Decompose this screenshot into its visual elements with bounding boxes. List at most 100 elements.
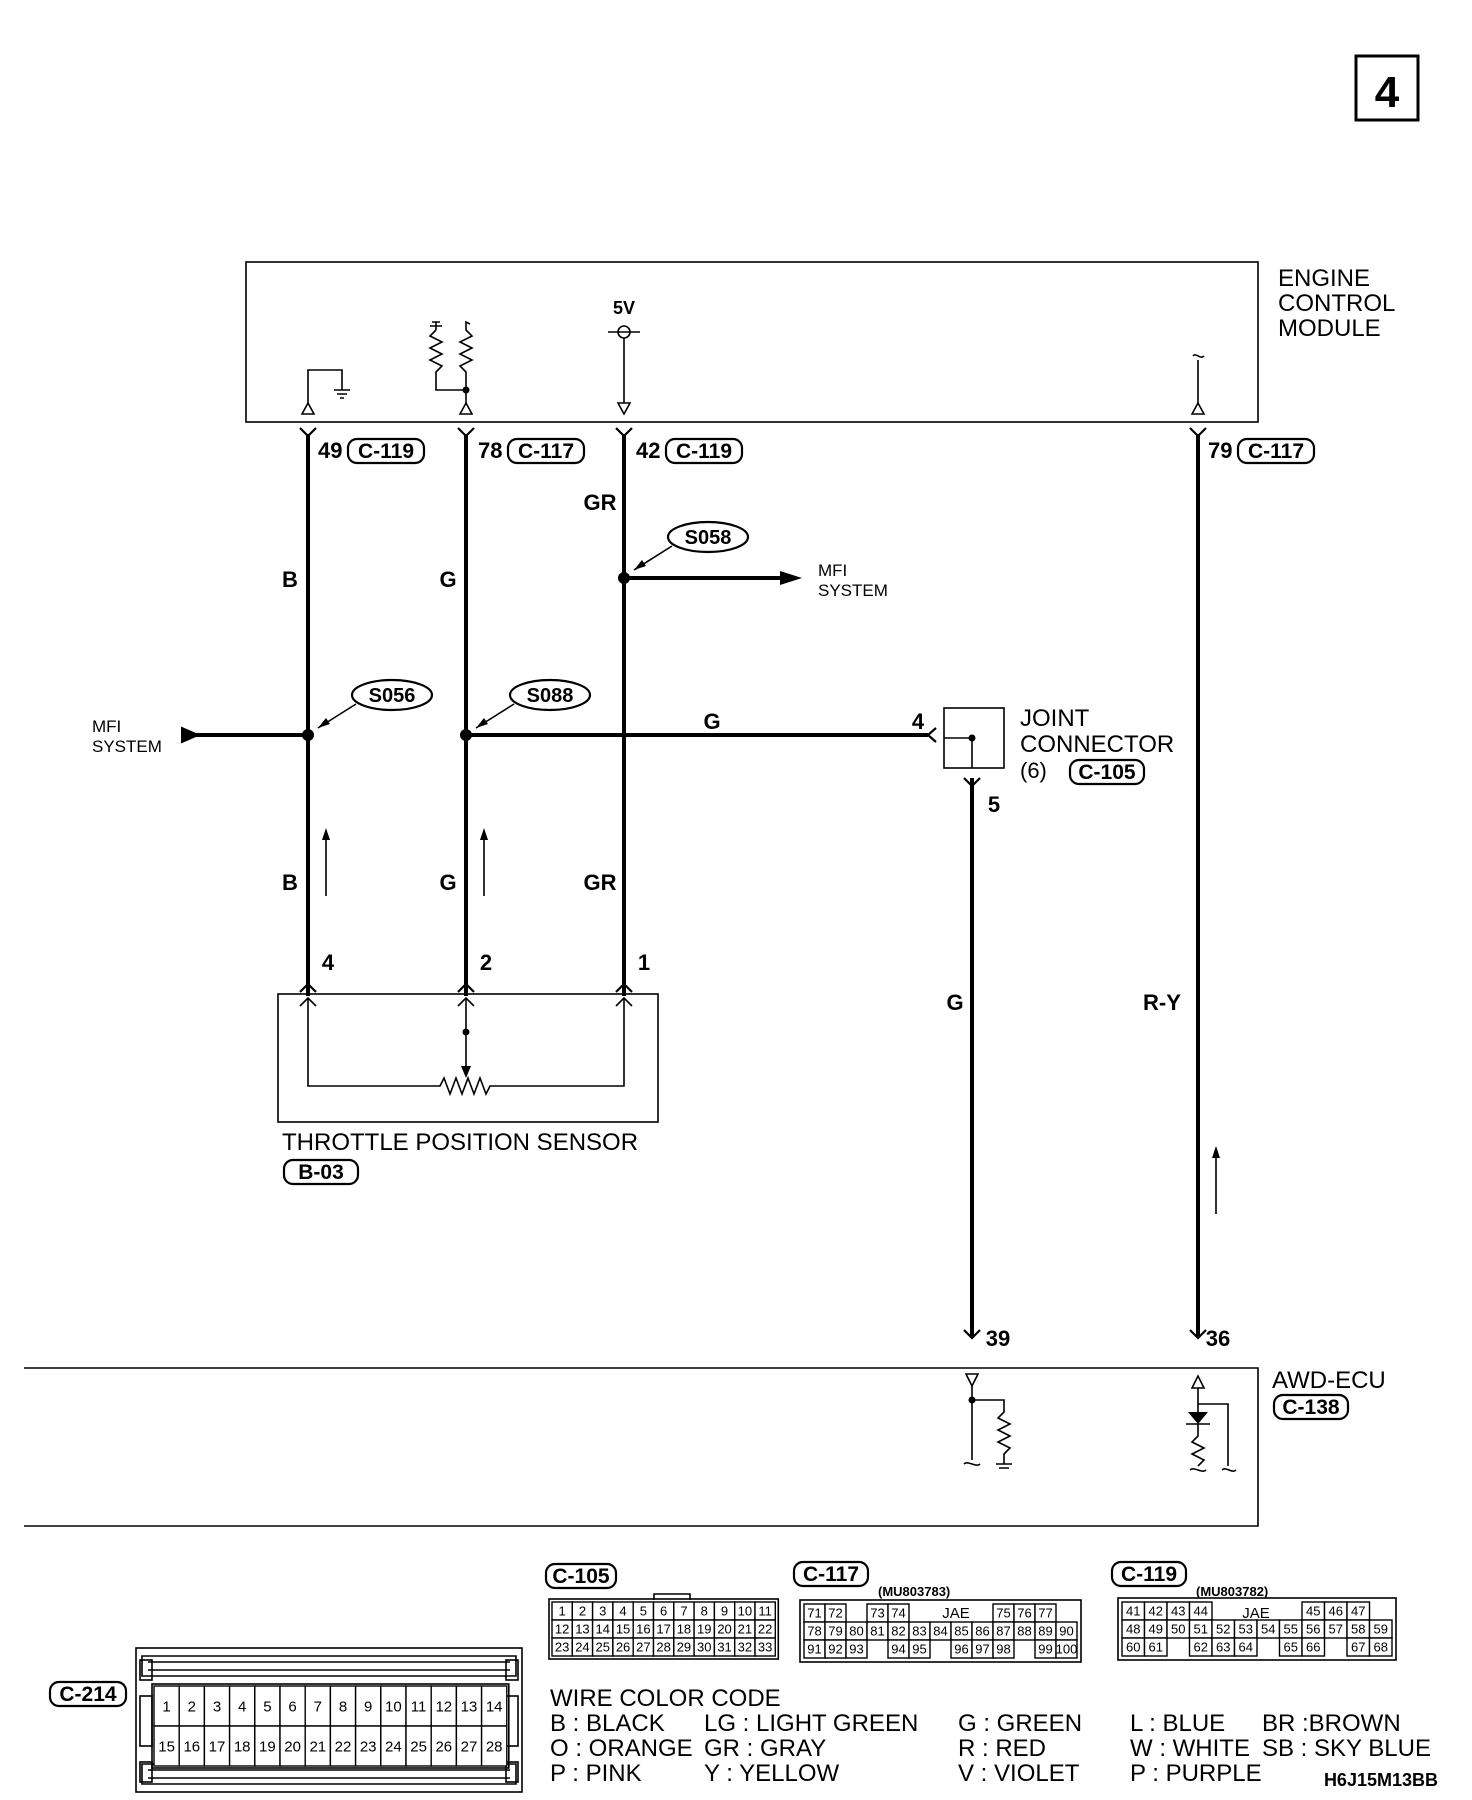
connector-pin-number: 27	[461, 1738, 478, 1755]
awd-ecu-box	[24, 1367, 1259, 1527]
connector-pin-cell	[228, 1725, 256, 1767]
connector-pin-number: 14	[596, 1622, 610, 1637]
connector-pin-cell	[178, 1685, 206, 1727]
connector-pin-number: 20	[284, 1738, 301, 1755]
connector-pin-number: 74	[891, 1606, 905, 1621]
connector-pin-cell	[1143, 1637, 1168, 1657]
connector-view-c119-part: (MU803782)	[1196, 1584, 1268, 1599]
connector-pin-number: 54	[1261, 1622, 1275, 1637]
tps-potentiometer	[307, 998, 625, 1097]
connector-pin-number: 75	[996, 1606, 1010, 1621]
ecm-label-line-3: MODULE	[1278, 315, 1381, 342]
wire-color-gr-lower: GR	[584, 870, 617, 895]
legend-entry: GR : GRAY	[704, 1735, 826, 1762]
awd-pin-36: 36	[1206, 1326, 1230, 1351]
connector-pin-number: 12	[435, 1698, 452, 1715]
connector-pin-cell	[279, 1725, 306, 1767]
wire-color-g-upper: G	[439, 567, 456, 592]
connector-pin-cell	[203, 1725, 231, 1767]
connector-pin-number: 26	[435, 1738, 452, 1755]
ecm-label-line-1: ENGINE	[1278, 265, 1370, 292]
ecm-pin-79: 79 C-117	[1208, 437, 1316, 465]
connector-pin-number: 76	[1017, 1606, 1031, 1621]
legend-entry: P : PINK	[550, 1760, 642, 1787]
ecm-pin-79-circuit	[1192, 354, 1205, 403]
joint-pin-5: 5	[988, 792, 1000, 817]
connector-pin-number: 42	[1149, 1604, 1163, 1619]
legend-entry: LG : LIGHT GREEN	[704, 1710, 918, 1737]
connector-pin-number: 56	[1306, 1622, 1320, 1637]
connector-pin-cell	[405, 1725, 432, 1767]
tps-pin-1: 1	[638, 950, 650, 975]
connector-view-c119-label: C-119	[1121, 1563, 1177, 1586]
connector-pin-number: 28	[486, 1738, 503, 1755]
mfi-left-label: MFI SYSTEM	[92, 717, 162, 756]
awd-diode-icon	[1188, 1412, 1208, 1424]
ecm-pin-78-terminal	[458, 401, 474, 415]
connector-pin-number: 50	[1171, 1622, 1185, 1637]
connector-pin-number: 45	[1306, 1604, 1320, 1619]
connector-pin-number: 14	[486, 1698, 503, 1715]
tps-pin-4: 4	[322, 950, 335, 975]
svg-text:S058: S058	[685, 527, 732, 549]
connector-pin-number: 20	[717, 1622, 731, 1637]
legend-title: WIRE COLOR CODE	[550, 1685, 781, 1712]
wire-color-g-lower: G	[439, 870, 456, 895]
connector-pin-number: 65	[1284, 1640, 1298, 1655]
connector-pin-number: 24	[385, 1738, 402, 1755]
svg-text:C-117: C-117	[1248, 440, 1304, 463]
joint-pin-4: 4	[912, 709, 925, 734]
connector-pin-number: 79	[828, 1624, 842, 1639]
tps-wiper-arrow	[461, 1066, 471, 1078]
connector-pin-number: 80	[849, 1624, 863, 1639]
connector-pin-number: 13	[575, 1622, 589, 1637]
connector-pin-number: 57	[1329, 1622, 1343, 1637]
connector-pin-number: 16	[636, 1622, 650, 1637]
connector-pin-number: 88	[1017, 1624, 1031, 1639]
engine-control-module: ENGINE CONTROL MODULE 5V	[245, 261, 1395, 423]
svg-text:MFI: MFI	[818, 561, 847, 580]
joint-count: (6)	[1020, 758, 1047, 783]
joint-connector-id: C-105	[1078, 761, 1136, 784]
joint-pin-5-chevron	[963, 777, 981, 788]
connector-pin-number: 94	[891, 1642, 905, 1657]
connector-pin-number: 97	[975, 1642, 989, 1657]
ecm-box	[245, 261, 1259, 423]
connector-pin-number: 28	[656, 1640, 670, 1655]
ecm-pin-79-terminal	[1190, 401, 1206, 415]
wire-color-g-horizontal: G	[703, 709, 720, 734]
connector-pin-cell	[1301, 1637, 1326, 1657]
mfi-right-arrow-icon	[780, 571, 802, 585]
splice-s056: S056	[317, 678, 434, 729]
connector-pin-number: 60	[1126, 1640, 1140, 1655]
connector-pin-cell	[380, 1725, 407, 1767]
connector-pin-number: 64	[1239, 1640, 1253, 1655]
splices: S056 S088 S058	[302, 520, 750, 741]
connector-pin-number: 84	[933, 1624, 947, 1639]
connector-pin-number: 55	[1284, 1622, 1298, 1637]
connector-pin-number: 21	[738, 1622, 752, 1637]
connector-pin-number: 30	[697, 1640, 711, 1655]
connector-pin-number: 4	[619, 1604, 626, 1619]
connector-pin-number: 83	[912, 1624, 926, 1639]
svg-text:SYSTEM: SYSTEM	[818, 581, 888, 600]
connector-pin-cell	[203, 1685, 231, 1727]
legend-entry: SB : SKY BLUE	[1262, 1735, 1431, 1762]
wire-color-g-awd: G	[946, 990, 963, 1015]
connector-pin-number: 89	[1038, 1624, 1052, 1639]
connector-pin-number: 15	[158, 1738, 175, 1755]
svg-text:MFI: MFI	[92, 717, 121, 736]
legend-entry: P : PURPLE	[1130, 1760, 1262, 1787]
connector-pin-cell	[754, 1637, 776, 1657]
connector-pin-number: 17	[209, 1738, 226, 1755]
svg-text:S056: S056	[369, 685, 416, 707]
ecm-pin-49: 49 C-119	[318, 437, 426, 465]
connector-pin-number: 7	[314, 1698, 322, 1715]
ecm-supply-label: 5V	[613, 298, 635, 318]
